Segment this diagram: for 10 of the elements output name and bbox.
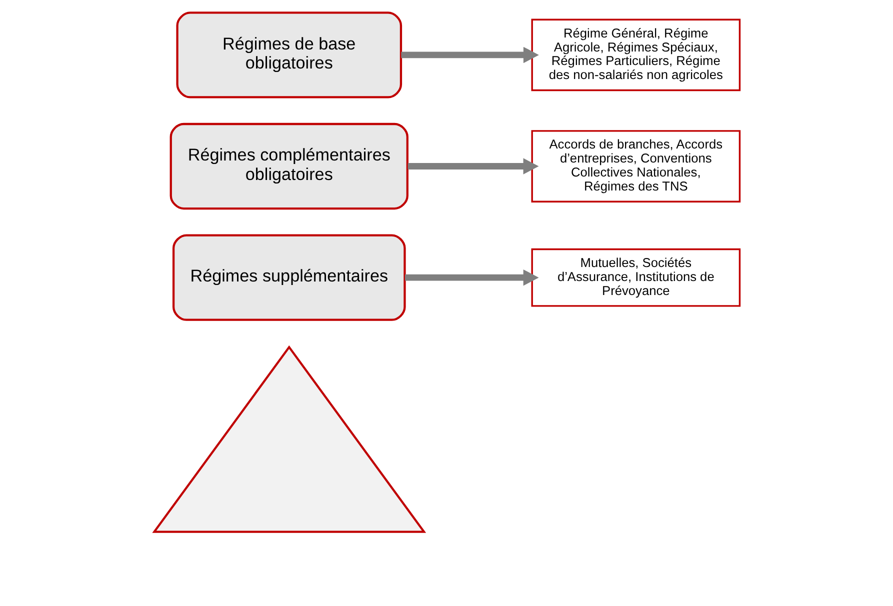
arrow [400, 46, 538, 64]
node-box: Régimes supplémentaires [172, 234, 406, 321]
arrow [407, 158, 538, 174]
arrow [404, 269, 538, 286]
node-box: Accords de branches, Accords d’entreprises, Conventions Collectives Nationales, Régimes des TNS [530, 130, 740, 202]
node-box: Mutuelles, Sociétés d’Assurance, Institutions de Prévoyance [530, 248, 740, 307]
node-box: Régimes de base obligatoires [176, 12, 402, 98]
node-triangle [152, 345, 426, 533]
node-box: Régime Général, Régime Agricole, Régimes Spéciaux, Régimes Particuliers, Régime des non-salariés non agricoles [530, 18, 740, 92]
node-box: Régimes complémentaires obligatoires [169, 122, 408, 210]
